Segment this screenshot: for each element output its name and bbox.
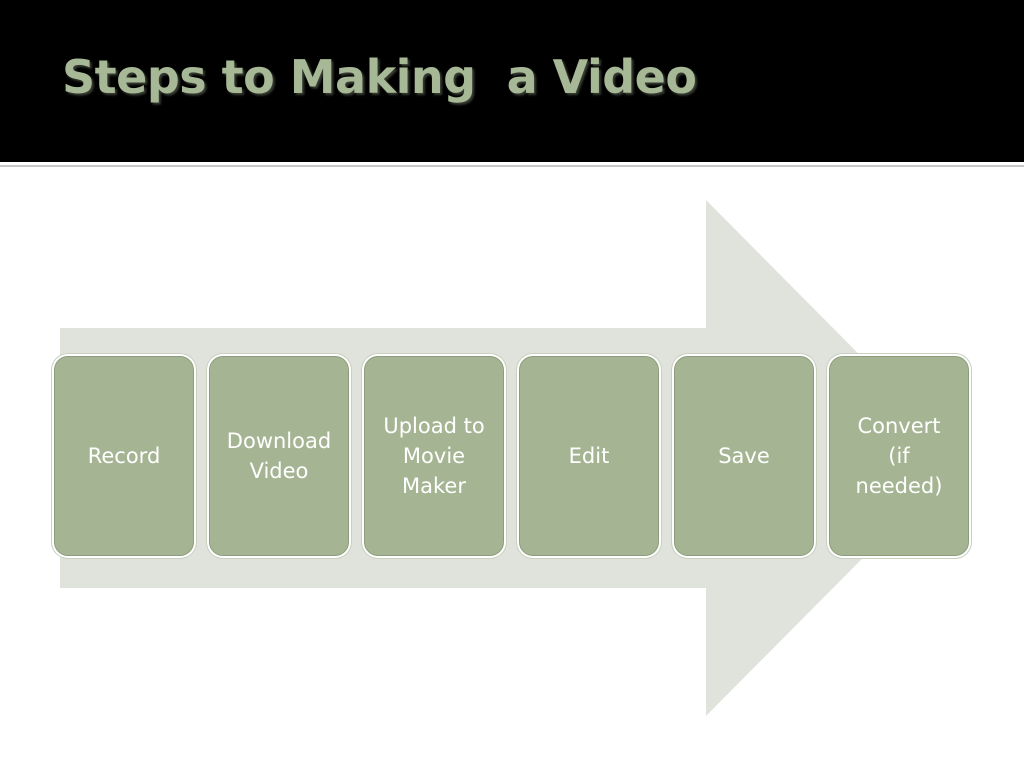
step-label: Convert (if needed) <box>855 414 943 498</box>
arrow-shape <box>60 200 962 716</box>
step-download-video: Download Video <box>209 356 349 556</box>
title-divider-accent <box>0 165 1024 167</box>
step-label: Edit <box>568 444 610 468</box>
step-save: Save <box>674 356 814 556</box>
step-convert: Convert (if needed) <box>829 356 969 556</box>
title-bar: Steps to Making a Video <box>0 0 1024 160</box>
slide-title: Steps to Making a Video <box>62 50 697 104</box>
step-label: Upload to Movie Maker <box>383 414 485 498</box>
step-label: Download Video <box>226 429 332 483</box>
step-upload-to-movie-maker: Upload to Movie Maker <box>364 356 504 556</box>
step-label: Save <box>718 444 770 468</box>
title-divider <box>0 160 1024 162</box>
step-label: Record <box>87 444 161 468</box>
step-record: Record <box>54 356 194 556</box>
step-edit: Edit <box>519 356 659 556</box>
